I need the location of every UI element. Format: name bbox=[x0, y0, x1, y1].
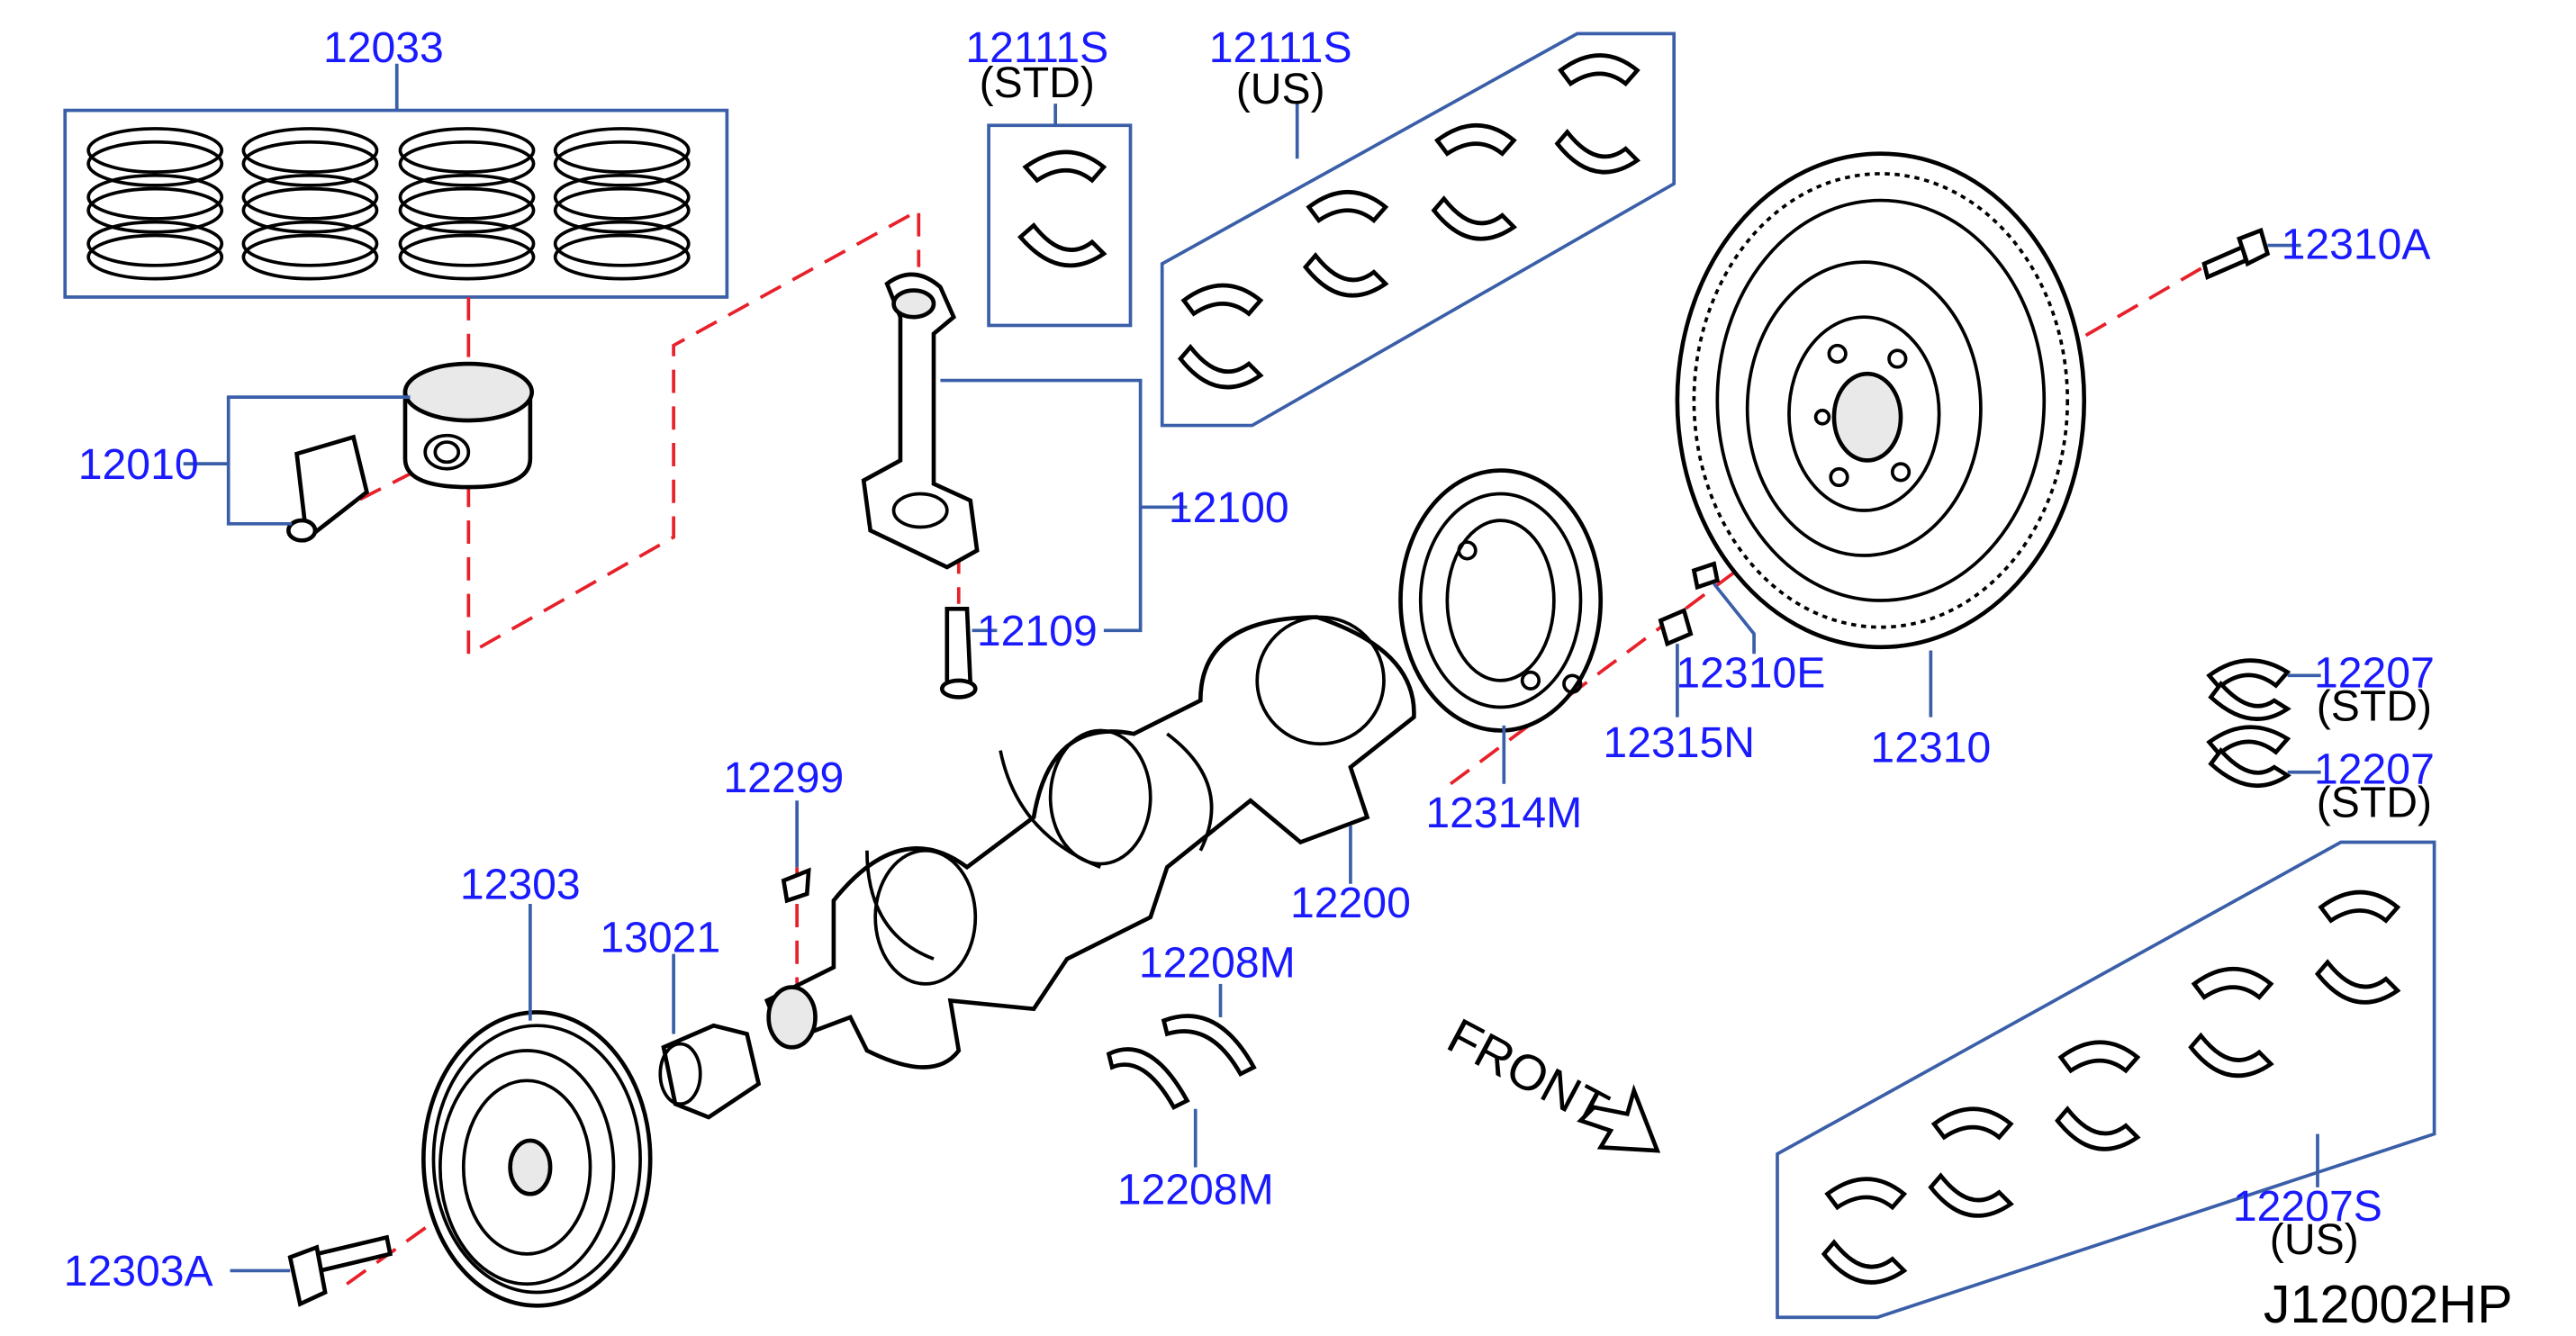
label-sprocket[interactable]: 13021 bbox=[600, 914, 720, 962]
bearing-us-box bbox=[1160, 32, 1677, 428]
note-main-bearing-a: (STD) bbox=[2317, 682, 2432, 730]
ring-set-4 bbox=[553, 127, 691, 281]
main-bearing-us-group[interactable]: 12207S (US) bbox=[1776, 840, 2436, 1320]
label-conrod[interactable]: 12100 bbox=[1169, 483, 1289, 532]
label-bearing-us[interactable]: 12111S bbox=[1209, 23, 1352, 72]
label-conrod-bolt[interactable]: 12109 bbox=[977, 607, 1098, 655]
crankshaft[interactable]: 12200 bbox=[764, 615, 1416, 1070]
label-thrust-lower[interactable]: 12208M bbox=[1117, 1165, 1274, 1214]
label-main-bearing-a[interactable]: 12207 bbox=[2314, 648, 2435, 697]
main-bearing-us-box bbox=[1776, 840, 2436, 1320]
label-main-bearing-us[interactable]: 12207S bbox=[2233, 1182, 2382, 1231]
label-signal-plate[interactable]: 12314M bbox=[1425, 789, 1582, 837]
dowel-pin[interactable]: 12310E bbox=[1676, 561, 1825, 697]
label-flywheel-bolt[interactable]: 12310A bbox=[2282, 220, 2431, 268]
main-bearing-upper[interactable]: 12207 (STD) bbox=[2206, 648, 2435, 730]
bolt-12315n[interactable]: 12315N bbox=[1603, 607, 1755, 767]
note-bearing-us: (US) bbox=[1236, 65, 1325, 113]
label-thrust-upper[interactable]: 12208M bbox=[1139, 939, 1296, 988]
label-bolt-12315n[interactable]: 12315N bbox=[1603, 718, 1755, 767]
thrust-washers[interactable]: 12208M 12208M bbox=[1106, 939, 1296, 1214]
label-main-bearing-b[interactable]: 12207 bbox=[2314, 745, 2435, 794]
label-pulley-bolt[interactable]: 12303A bbox=[64, 1247, 213, 1295]
connecting-rod[interactable]: 12100 12109 bbox=[861, 272, 1289, 700]
note-main-bearing-b: (STD) bbox=[2317, 779, 2432, 827]
flywheel-bolt[interactable]: 12310A bbox=[2201, 220, 2431, 280]
note-bearing-std: (STD) bbox=[980, 59, 1095, 107]
bearing-std-box bbox=[987, 123, 1133, 328]
conrod-bearing-std-group[interactable]: 12111S (STD) bbox=[965, 23, 1133, 328]
signal-plate[interactable]: 12314M bbox=[1398, 468, 1604, 837]
main-us-shells bbox=[1821, 889, 2401, 1285]
crank-pulley[interactable]: 12303 bbox=[421, 860, 653, 1308]
front-arrow-icon bbox=[1577, 1084, 1661, 1153]
ring-set-3 bbox=[398, 127, 536, 281]
label-crankshaft[interactable]: 12200 bbox=[1290, 879, 1411, 927]
ring-set-2 bbox=[241, 127, 379, 281]
piston-assembly[interactable]: 12010 bbox=[78, 361, 535, 543]
label-piston[interactable]: 12010 bbox=[78, 440, 199, 489]
label-rings[interactable]: 12033 bbox=[323, 23, 444, 72]
label-pulley[interactable]: 12303 bbox=[460, 860, 581, 908]
crank-sprocket[interactable]: 13021 bbox=[600, 914, 762, 1120]
flywheel[interactable]: 12310 bbox=[1675, 151, 2087, 772]
piston-rings-group[interactable]: 12033 bbox=[63, 23, 729, 299]
woodruff-key[interactable]: 12299 bbox=[723, 754, 844, 904]
label-key[interactable]: 12299 bbox=[723, 754, 844, 802]
label-flywheel[interactable]: 12310 bbox=[1870, 724, 1991, 772]
label-dowel[interactable]: 12310E bbox=[1676, 648, 1825, 697]
front-direction: FRONT bbox=[1439, 1007, 1661, 1153]
main-bearing-lower[interactable]: 12207 (STD) bbox=[2206, 725, 2435, 827]
us-bearing-shells bbox=[1178, 53, 1641, 390]
conrod-bearing-us-group[interactable]: 12111S (US) bbox=[1160, 23, 1677, 428]
ring-set-1 bbox=[86, 127, 224, 281]
note-main-bearing-us: (US) bbox=[2270, 1215, 2359, 1264]
diagram-code: J12002HP bbox=[2264, 1274, 2513, 1334]
label-bearing-std[interactable]: 12111S bbox=[965, 23, 1108, 72]
rings-box bbox=[63, 108, 729, 299]
pulley-bolt[interactable]: 12303A bbox=[64, 1234, 393, 1307]
